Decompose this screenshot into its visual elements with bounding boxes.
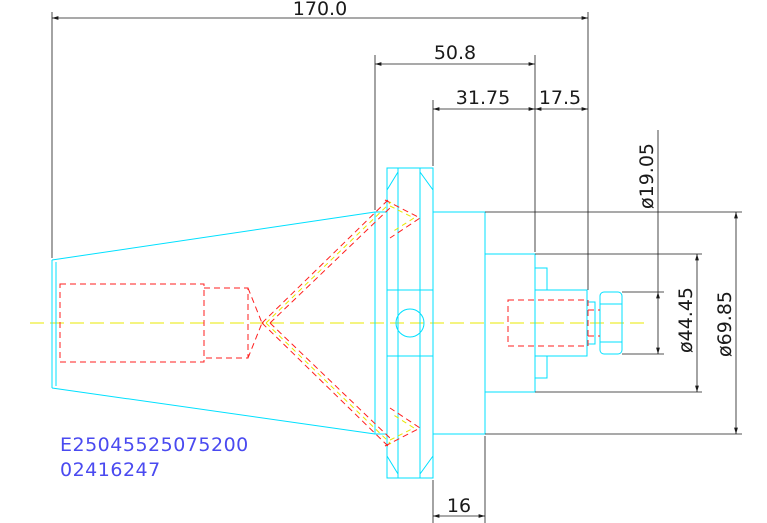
pilot-body bbox=[484, 253, 623, 393]
part-code-line-2: 02416247 bbox=[60, 459, 161, 481]
hidden-features bbox=[59, 197, 600, 449]
dim-nose-text: 17.5 bbox=[539, 87, 581, 109]
dimension-lines bbox=[52, 16, 738, 518]
dim-overall-text: 170.0 bbox=[293, 0, 347, 20]
dim-pilot-dia-text: ø44.45 bbox=[675, 287, 697, 353]
dim-pilot-text: 31.75 bbox=[456, 87, 510, 109]
dim-flange-text: 50.8 bbox=[434, 42, 476, 64]
part-code-line-1: E25045525075200 bbox=[60, 434, 249, 456]
hatch-lines bbox=[265, 201, 416, 445]
extension-lines bbox=[51, 12, 742, 523]
taper-shank bbox=[51, 211, 376, 435]
dim-body-dia-text: ø69.85 bbox=[714, 291, 736, 357]
dim-bore-dia-text: ø19.05 bbox=[636, 143, 658, 209]
dim-flange-width-text: 16 bbox=[447, 495, 471, 517]
